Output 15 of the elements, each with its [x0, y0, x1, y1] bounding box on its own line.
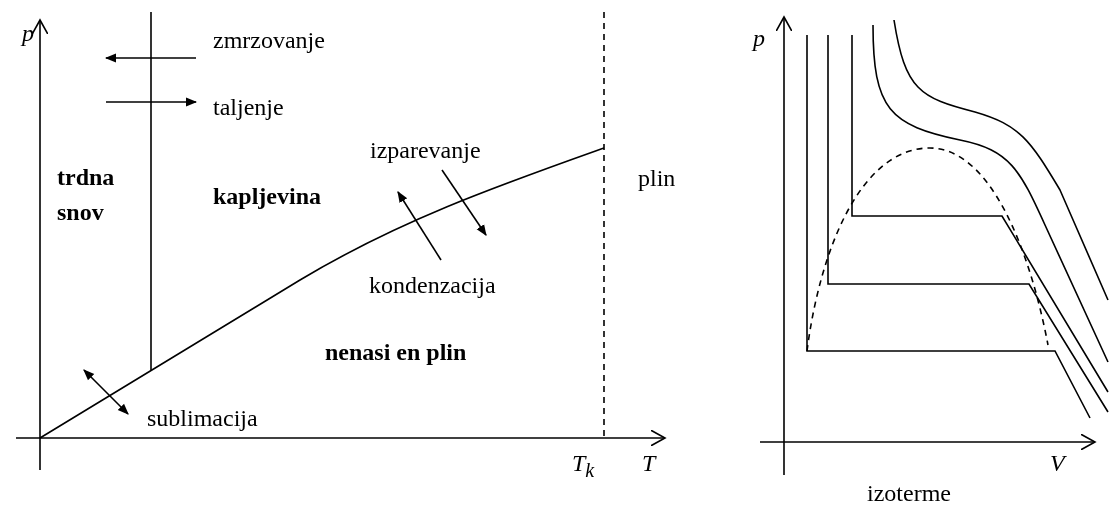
axis-label: p [753, 25, 765, 52]
axis-label: V [1050, 450, 1065, 477]
caption-text: izoterme [867, 480, 951, 507]
phase-label: kapljevina [213, 183, 322, 210]
process-label: taljenje [213, 94, 284, 121]
axis-label: T$_{k}$ [572, 450, 595, 481]
process-label: kondenzacija [369, 272, 496, 299]
process-label: izparevanje [370, 137, 481, 164]
phase-label: plin [638, 165, 676, 192]
process-label: sublimacija [147, 405, 258, 432]
axis-label: T [642, 450, 656, 477]
process-label: zmrzovanje [213, 27, 325, 54]
phase-label: nenasi en plin [325, 339, 467, 366]
axis-label: p [22, 20, 34, 47]
phase-label: trdna snov [57, 163, 116, 227]
